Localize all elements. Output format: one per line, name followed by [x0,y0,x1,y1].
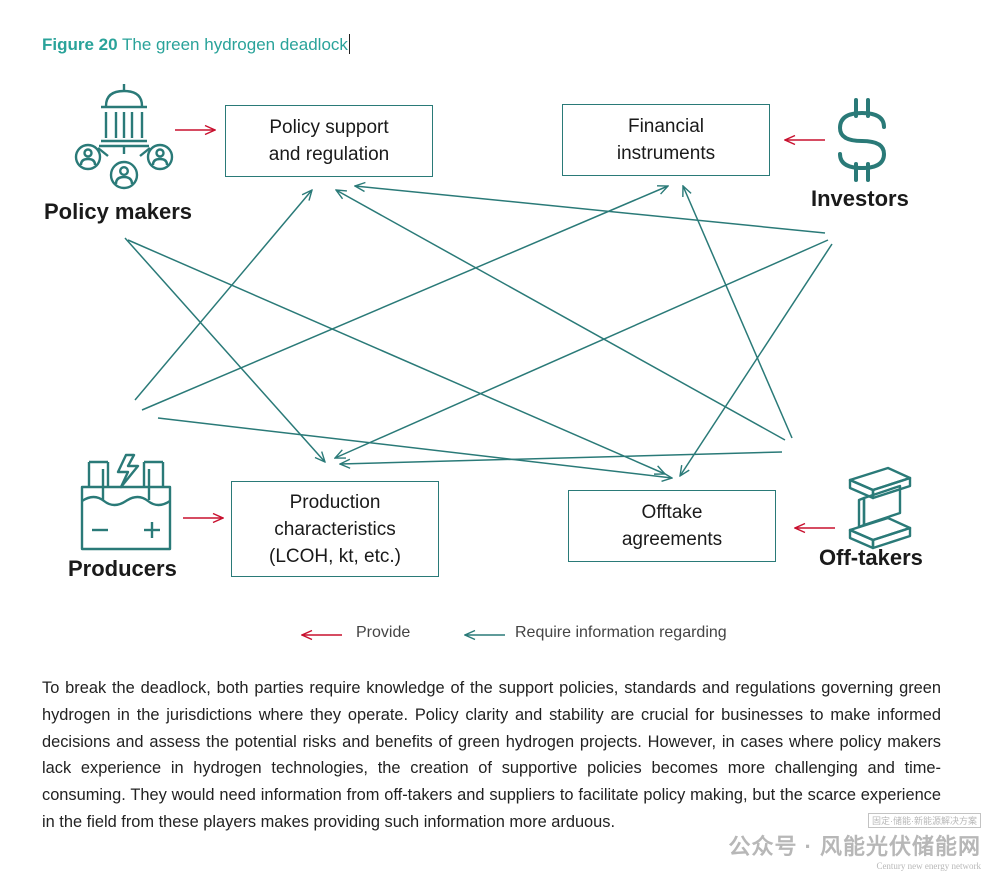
offtake-agreements-box: Offtake agreements [568,490,776,562]
pm-to-offtake-arrow [127,239,665,474]
figure-title: Figure 20 The green hydrogen deadlock [42,34,350,55]
off-to-financial-arrow [683,186,793,439]
prod-to-offtake-arrow [157,417,672,478]
watermark-main: 公众号 · 风能光伏储能网 [728,834,981,859]
prod-to-policy-arrow [134,190,312,401]
pm-to-production-arrow [124,237,325,462]
off-to-production-arrow [340,451,783,464]
box-line: characteristics [274,518,396,540]
watermark-tag: 固定·储能·新能源解决方案 [868,813,981,828]
inv-to-policy-arrow [355,186,826,234]
off-takers-label: Off-takers [819,545,923,570]
inv-to-production-arrow [335,239,829,458]
watermark: 固定·储能·新能源解决方案 公众号 · 风能光伏储能网 Century new … [728,811,981,871]
dollar-sign-icon [837,98,887,182]
policy-support-box: Policy support and regulation [225,105,433,177]
government-building-people-icon [74,84,174,190]
body-paragraph: To break the deadlock, both parties requ… [42,679,941,831]
battery-icon [80,453,172,551]
prod-to-financial-arrow [141,186,668,411]
steel-beam-icon [848,466,912,550]
investors-label: Investors [811,186,909,211]
box-line: Production [289,491,381,513]
inv-to-offtake-arrow [680,243,833,476]
legend-require-label: Require information regarding [515,624,727,641]
box-line: Financial [627,116,705,137]
legend-provide-label: Provide [356,624,411,641]
figure-number: Figure 20 [42,35,118,54]
box-line: agreements [621,529,723,550]
box-line: (LCOH, kt, etc.) [269,545,401,567]
box-line: and regulation [268,144,390,165]
box-line: instruments [616,143,716,164]
provide-arrows [175,130,835,528]
text-cursor [348,34,350,54]
watermark-sub: Century new energy network [876,861,981,871]
production-characteristics-box: Production characteristics (LCOH, kt, etc.… [231,481,439,577]
figure-title-text: The green hydrogen deadlock [122,35,348,54]
box-line: Policy support [269,117,389,138]
policy-makers-label: Policy makers [44,199,192,224]
financial-instruments-box: Financial instruments [562,104,770,176]
producers-label: Producers [68,556,177,581]
box-line: Offtake [641,502,703,523]
require-arrows [124,186,833,478]
off-to-policy-arrow [336,190,786,441]
